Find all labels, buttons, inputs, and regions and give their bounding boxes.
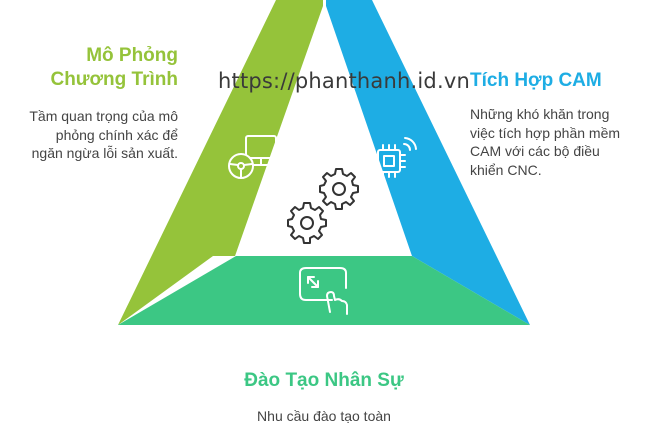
touch-expand-icon [299,267,348,315]
bottom-segment [118,256,530,325]
right-segment [326,0,530,325]
monitor-steering-wheel-icon [228,135,277,179]
bottom-description: Nhu cầu đào tạo toàn [257,408,391,424]
bottom-title: Đào Tạo Nhân Sự [244,370,404,391]
gears-icon [287,168,359,244]
gear-lower [287,202,327,244]
gear-upper [319,168,359,210]
left-segment [118,0,323,325]
chip-wireless-icon [372,137,417,178]
watermark-url: https://phanthanh.id.vn [218,69,470,93]
right-title: Tích Hợp CAM [470,70,602,91]
